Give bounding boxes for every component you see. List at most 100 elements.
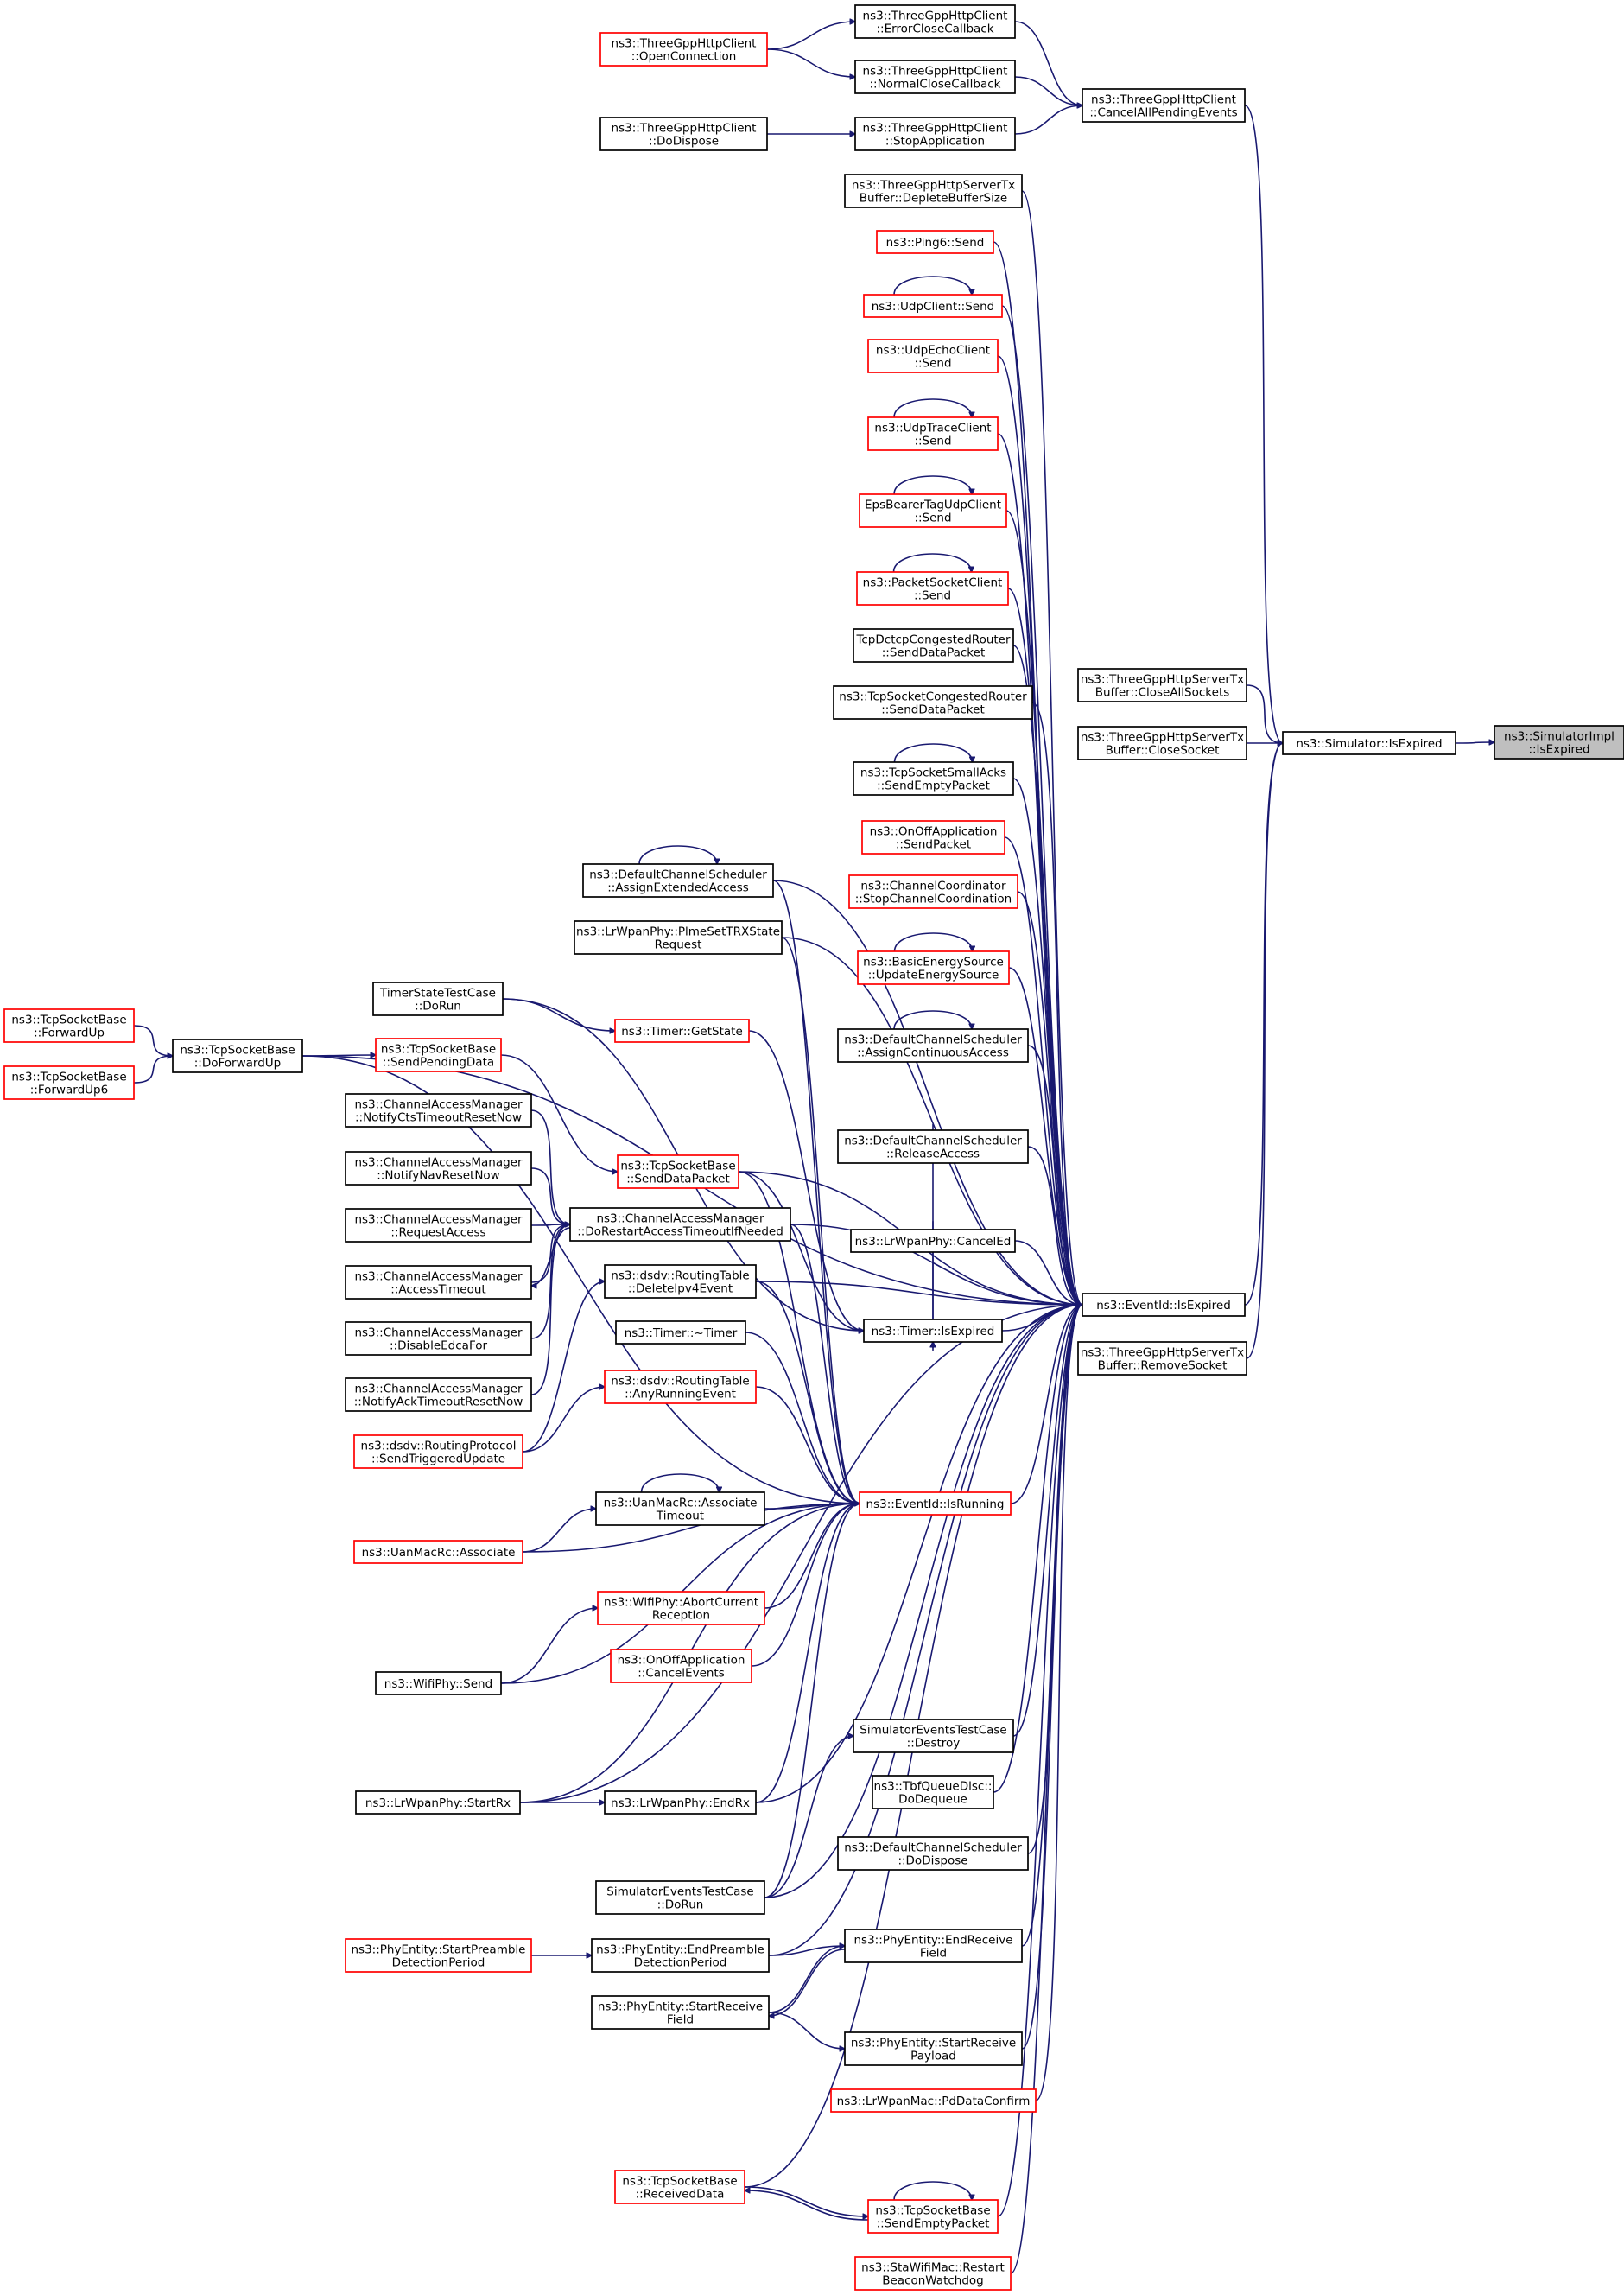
node-do-dispose[interactable]: ns3::ThreeGppHttpClient::DoDispose [599, 117, 768, 151]
node-uan-associate[interactable]: ns3::UanMacRc::Associate [353, 1540, 523, 1564]
node-tcp-dctcp[interactable]: TcpDctcpCongestedRouter::SendDataPacket [853, 628, 1014, 663]
node-tcp-recv-data[interactable]: ns3::TcpSocketBase::ReceivedData [614, 2170, 745, 2204]
node-cam-access-timeout[interactable]: ns3::ChannelAccessManager::AccessTimeout [345, 1265, 532, 1300]
node-lr-end-rx[interactable]: ns3::LrWpanPhy::EndRx [604, 1790, 757, 1815]
node-error-close[interactable]: ns3::ThreeGppHttpClient::ErrorCloseCallb… [854, 4, 1016, 39]
call-edge [1010, 1305, 1082, 1504]
node-tcp-sock-cong[interactable]: ns3::TcpSocketCongestedRouter::SendDataP… [833, 685, 1033, 720]
node-label: ::AccessTimeout [390, 1283, 485, 1297]
node-eps-bearer[interactable]: EpsBearerTagUdpClient::Send [859, 493, 1007, 528]
node-dsdv-any-running[interactable]: ns3::dsdv::RoutingTable::AnyRunningEvent [604, 1370, 757, 1404]
node-ping6[interactable]: ns3::Ping6::Send [876, 230, 994, 254]
node-label: ns3::Timer::~Timer [625, 1326, 738, 1340]
node-box [599, 32, 768, 67]
node-phy-end-preamble[interactable]: ns3::PhyEntity::EndPreambleDetectionPeri… [591, 1938, 770, 1973]
node-label: ns3::PhyEntity::EndPreamble [596, 1943, 764, 1957]
node-box [3, 1065, 135, 1100]
call-edge [1455, 742, 1494, 743]
node-tcp-send-empty[interactable]: ns3::TcpSocketBase::SendEmptyPacket [867, 2199, 999, 2234]
node-timer-is-expired[interactable]: ns3::Timer::IsExpired [863, 1319, 1003, 1343]
node-udp-client[interactable]: ns3::UdpClient::Send [863, 294, 1003, 318]
node-on-off-cancel[interactable]: ns3::OnOffApplication::CancelEvents [610, 1649, 752, 1683]
node-cam-notify-nav[interactable]: ns3::ChannelAccessManager::NotifyNavRese… [345, 1151, 532, 1186]
node-label: ns3::Timer::IsExpired [872, 1325, 995, 1338]
node-box [867, 416, 999, 451]
node-label: ::SendEmptyPacket [877, 2217, 990, 2231]
node-label: ns3::OnOffApplication [618, 1654, 745, 1668]
node-open-conn[interactable]: ns3::ThreeGppHttpClient::OpenConnection [599, 32, 768, 67]
node-timer-get-state[interactable]: ns3::Timer::GetState [614, 1019, 750, 1043]
node-timer-test-do-run[interactable]: TimerStateTestCase::DoRun [372, 982, 504, 1016]
node-label: ns3::ThreeGppHttpServerTx [1081, 1346, 1244, 1360]
node-tcp-small-acks[interactable]: ns3::TcpSocketSmallAcks::SendEmptyPacket [853, 761, 1014, 796]
node-dsdv-send-trig[interactable]: ns3::dsdv::RoutingProtocol::SendTriggere… [353, 1434, 523, 1469]
node-label: ns3::TcpSocketCongestedRouter [839, 690, 1027, 704]
node-cancel-all-pending[interactable]: ns3::ThreeGppHttpClient::CancelAllPendin… [1082, 88, 1246, 123]
node-cam-notify-ack[interactable]: ns3::ChannelAccessManager::NotifyAckTime… [345, 1377, 532, 1412]
node-sim-test-do-run[interactable]: SimulatorEventsTestCase::DoRun [595, 1880, 765, 1915]
node-event-is-expired[interactable]: ns3::EventId::IsExpired [1082, 1293, 1246, 1317]
node-on-off-send[interactable]: ns3::OnOffApplication::SendPacket [861, 820, 1005, 855]
node-dcs-assign-cont[interactable]: ns3::DefaultChannelScheduler::AssignCont… [837, 1028, 1029, 1063]
node-label: ns3::BasicEnergySource [863, 956, 1004, 969]
node-dsdv-delete[interactable]: ns3::dsdv::RoutingTable::DeleteIpv4Event [604, 1264, 757, 1299]
node-chan-coord[interactable]: ns3::ChannelCoordinator::StopChannelCoor… [848, 874, 1018, 909]
node-phy-start-preamble[interactable]: ns3::PhyEntity::StartPreambleDetectionPe… [345, 1938, 532, 1973]
node-dcs-assign-ext[interactable]: ns3::DefaultChannelScheduler::AssignExte… [582, 863, 774, 898]
node-basic-energy[interactable]: ns3::BasicEnergySource::UpdateEnergySour… [857, 950, 1010, 985]
node-lr-pd-data-confirm[interactable]: ns3::LrWpanMac::PdDataConfirm [830, 2088, 1037, 2113]
node-box [372, 982, 504, 1016]
node-stop-app[interactable]: ns3::ThreeGppHttpClient::StopApplication [854, 117, 1016, 151]
node-cam-do-restart[interactable]: ns3::ChannelAccessManager::DoRestartAcce… [569, 1207, 791, 1242]
node-cam-request[interactable]: ns3::ChannelAccessManager::RequestAccess [345, 1208, 532, 1243]
node-box [617, 1154, 739, 1189]
node-tbf-dequeue[interactable]: ns3::TbfQueueDisc::DoDequeue [872, 1775, 994, 1809]
node-tcp-forward-up[interactable]: ns3::TcpSocketBase::ForwardUp [3, 1008, 135, 1043]
node-label: SimulatorEventsTestCase [860, 1724, 1006, 1738]
node-udp-trace[interactable]: ns3::UdpTraceClient::Send [867, 416, 999, 451]
node-deplete-buf[interactable]: ns3::ThreeGppHttpServerTxBuffer::Deplete… [844, 174, 1023, 208]
node-remove-socket[interactable]: ns3::ThreeGppHttpServerTxBuffer::RemoveS… [1077, 1341, 1247, 1376]
node-close-all-sockets[interactable]: ns3::ThreeGppHttpServerTxBuffer::CloseAl… [1077, 668, 1247, 702]
node-box [844, 2031, 1023, 2066]
node-wifi-send[interactable]: ns3::WifiPhy::Send [375, 1671, 502, 1695]
node-sim-test-destroy[interactable]: SimulatorEventsTestCase::Destroy [853, 1719, 1014, 1753]
node-box [837, 1028, 1029, 1063]
call-edge [1014, 1240, 1082, 1305]
node-event-is-running[interactable]: ns3::EventId::IsRunning [859, 1491, 1012, 1516]
node-box [1077, 1341, 1247, 1376]
node-tcp-send-data[interactable]: ns3::TcpSocketBase::SendDataPacket [617, 1154, 739, 1189]
node-box [857, 950, 1010, 985]
node-dcs-release[interactable]: ns3::DefaultChannelScheduler::ReleaseAcc… [837, 1129, 1029, 1164]
node-lr-cancel-ed[interactable]: ns3::LrWpanPhy::CancelEd [850, 1229, 1016, 1253]
node-close-socket[interactable]: ns3::ThreeGppHttpServerTxBuffer::CloseSo… [1077, 726, 1247, 760]
node-udp-echo[interactable]: ns3::UdpEchoClient::Send [867, 339, 999, 373]
node-tcp-send-pending[interactable]: ns3::TcpSocketBase::SendPendingData [375, 1038, 502, 1072]
node-box [375, 1038, 502, 1072]
node-label: ::DoDispose [898, 1854, 967, 1868]
node-label: Field [667, 2013, 694, 2027]
node-label: ns3::ChannelAccessManager [354, 1156, 523, 1170]
node-dcs-do-dispose[interactable]: ns3::DefaultChannelScheduler::DoDispose [837, 1836, 1029, 1871]
node-timer-dtor[interactable]: ns3::Timer::~Timer [615, 1320, 746, 1345]
self-call-edge [893, 743, 973, 762]
node-lr-start-rx[interactable]: ns3::LrWpanPhy::StartRx [355, 1790, 521, 1815]
node-normal-close[interactable]: ns3::ThreeGppHttpClient::NormalCloseCall… [854, 60, 1016, 94]
node-cam-disable-edca[interactable]: ns3::ChannelAccessManager::DisableEdcaFo… [345, 1321, 532, 1356]
node-root[interactable]: ns3::SimulatorImpl::IsExpired [1494, 725, 1624, 760]
node-tcp-forward-up6[interactable]: ns3::TcpSocketBase::ForwardUp6 [3, 1065, 135, 1100]
node-label: BeaconWatchdog [882, 2274, 984, 2288]
node-cam-notify-cts[interactable]: ns3::ChannelAccessManager::NotifyCtsTime… [345, 1093, 532, 1128]
node-sim-is-expired[interactable]: ns3::Simulator::IsExpired [1282, 731, 1456, 755]
node-packet-sock[interactable]: ns3::PacketSocketClient::Send [856, 571, 1009, 606]
node-label: ns3::UanMacRc::Associate [362, 1546, 516, 1560]
node-box [867, 2199, 999, 2234]
node-tcp-do-forward-up[interactable]: ns3::TcpSocketBase::DoForwardUp [172, 1039, 303, 1073]
